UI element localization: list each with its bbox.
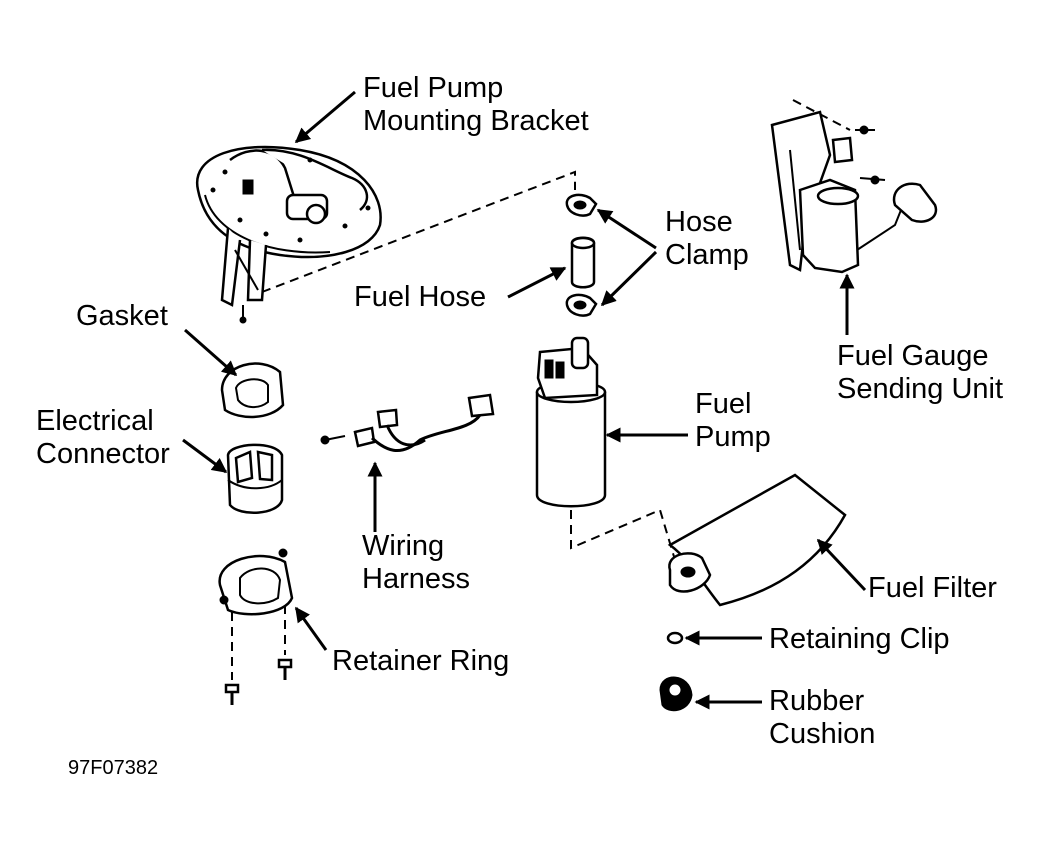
label-fuel-filter: Fuel Filter [868, 572, 997, 604]
label-fuel-pump-mounting-bracket-line2: Mounting Bracket [363, 105, 589, 137]
label-electrical-connector-line1: Electrical [36, 405, 154, 437]
label-rubber-cushion-line1: Rubber [769, 685, 865, 717]
label-fuel-pump-line2: Pump [695, 421, 771, 453]
label-fuel-hose: Fuel Hose [354, 281, 487, 313]
label-fuel-pump-mounting-bracket: Fuel Pump Mounting Bracket [363, 72, 589, 138]
fuel-pump-drawing [535, 336, 607, 508]
rubber-cushion-drawing [659, 676, 693, 712]
label-fuel-pump-line1: Fuel [695, 388, 752, 420]
label-fuel-pump: Fuel Pump [695, 388, 771, 454]
label-electrical-connector-line2: Connector [36, 438, 170, 470]
label-rubber-cushion-line2: Cushion [769, 718, 876, 750]
figure-id: 97F07382 [68, 757, 159, 779]
fuel-filter-drawing [667, 473, 847, 607]
fuel-hose-drawing [570, 236, 596, 289]
label-gasket: Gasket [76, 300, 168, 332]
leader-arrows [182, 90, 867, 710]
wiring-harness-drawing [320, 393, 495, 452]
fuel-pump-mounting-bracket-drawing [195, 145, 382, 324]
label-retainer-ring: Retainer Ring [332, 645, 510, 677]
retaining-clip-drawing [666, 631, 684, 645]
label-wiring-harness-line1: Wiring [362, 530, 445, 562]
label-fuel-pump-mounting-bracket-line1: Fuel Pump [363, 72, 504, 104]
label-retaining-clip: Retaining Clip [769, 623, 950, 655]
label-electrical-connector: Electrical Connector [36, 405, 170, 471]
hose-clamp-lower-drawing [565, 293, 598, 317]
retainer-ring-drawing [218, 548, 294, 705]
label-fuel-gauge-sending-unit-line2: Sending Unit [837, 373, 1004, 405]
label-rubber-cushion: Rubber Cushion [769, 685, 875, 751]
fuel-gauge-sending-unit-drawing [770, 99, 938, 274]
electrical-connector-drawing [226, 443, 284, 515]
label-hose-clamp-line2: Clamp [665, 239, 749, 271]
label-hose-clamp-line1: Hose [665, 206, 733, 238]
label-wiring-harness-line2: Harness [362, 563, 470, 595]
label-fuel-gauge-sending-unit: Fuel Gauge Sending Unit [837, 340, 1003, 406]
hose-clamp-upper-drawing [565, 193, 598, 217]
label-fuel-gauge-sending-unit-line1: Fuel Gauge [837, 340, 989, 372]
label-wiring-harness: Wiring Harness [362, 530, 470, 596]
label-hose-clamp: Hose Clamp [665, 206, 749, 272]
